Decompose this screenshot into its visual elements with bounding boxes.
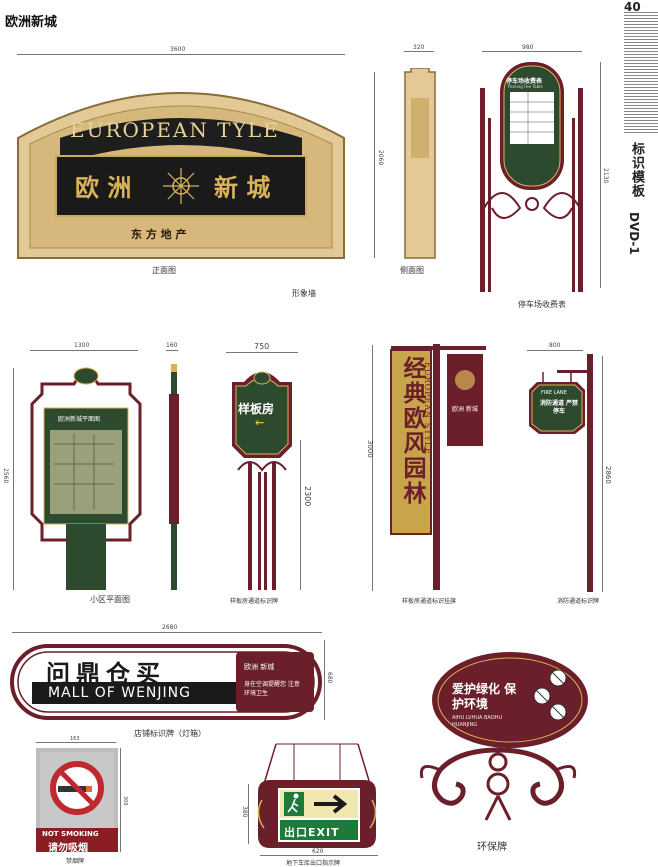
shop-brand-text: 欧洲 新城 bbox=[244, 663, 275, 671]
wall-group-caption: 形象墙 bbox=[292, 289, 316, 298]
shop-caption: 店铺标识牌（灯箱） bbox=[134, 729, 206, 738]
banner-en-text: EUROPEAN STYLE bbox=[423, 362, 432, 455]
showroom-width-dim: 750 bbox=[254, 342, 270, 351]
page-ruler bbox=[624, 12, 658, 134]
banner-caption: 样板房通道标识挂旗 bbox=[402, 598, 457, 605]
dimension-line bbox=[13, 368, 14, 590]
plan-side-view bbox=[169, 364, 179, 590]
sunburst-logo-icon bbox=[163, 168, 199, 204]
shop-width-dim: 2680 bbox=[162, 624, 178, 631]
fire-top-text: FIRE LANE bbox=[541, 390, 567, 396]
arrow-right-icon bbox=[314, 794, 348, 814]
eco-cn-text: 爱护绿化 保护环境 bbox=[452, 682, 517, 711]
banner-flag-text: 欧洲 新城 bbox=[452, 406, 478, 413]
no-smoking-sign bbox=[36, 748, 118, 852]
shop-lightbox bbox=[10, 644, 322, 720]
dimension-line bbox=[166, 350, 178, 351]
dimension-line bbox=[260, 855, 378, 856]
wall-front-caption: 正面图 bbox=[152, 266, 176, 275]
fire-lane-sign bbox=[529, 354, 593, 592]
dimension-line bbox=[482, 51, 582, 52]
plan-board bbox=[30, 367, 142, 590]
dimension-line bbox=[120, 748, 121, 852]
dimension-line bbox=[226, 352, 298, 353]
showroom-sign bbox=[232, 371, 292, 590]
banner-vertical-text: 经典欧风园林 bbox=[399, 356, 425, 506]
exit-text: 出口EXIT bbox=[284, 826, 340, 839]
dimension-line bbox=[248, 784, 249, 844]
eco-sign bbox=[419, 652, 588, 821]
plan-side-dim: 160 bbox=[166, 342, 178, 349]
page-number: 40 bbox=[624, 0, 641, 14]
dimension-line bbox=[372, 345, 373, 591]
dimension-line bbox=[17, 54, 345, 55]
parking-height-dim: 2130 bbox=[602, 168, 609, 184]
dimension-line bbox=[602, 356, 603, 592]
nosmoke-width-dim: 163 bbox=[70, 736, 80, 742]
exit-caption: 地下车库出口指示牌 bbox=[286, 860, 341, 867]
running-man-icon bbox=[284, 792, 304, 816]
fire-caption: 消防通道标识牌 bbox=[557, 598, 600, 605]
nosmoke-en-text: NOT SMOKING bbox=[42, 830, 99, 838]
nosmoke-height-dim: 300 bbox=[122, 796, 128, 806]
european-wall-sign bbox=[17, 92, 345, 259]
side-label: 标识模板 bbox=[629, 142, 644, 198]
parking-board-sub: Parking Fee Table bbox=[508, 84, 543, 89]
plan-caption: 小区平面图 bbox=[90, 595, 130, 604]
dimension-line bbox=[324, 640, 325, 720]
dimension-line bbox=[374, 72, 375, 258]
nosmoke-caption: 禁烟牌 bbox=[66, 858, 85, 865]
no-smoking-icon bbox=[50, 761, 104, 815]
fire-width-dim: 800 bbox=[549, 342, 561, 349]
parking-caption: 停车场收费表 bbox=[518, 300, 566, 309]
showroom-height-dim: 2300 bbox=[303, 486, 312, 507]
shop-cn-text: 问鼎仓买 bbox=[46, 660, 166, 688]
wall-width-dim: 3600 bbox=[170, 46, 186, 53]
plan-height-dim: 2560 bbox=[2, 468, 9, 484]
nosmoke-cn-text: 请勿吸烟 bbox=[48, 843, 88, 854]
dimension-line bbox=[12, 632, 322, 633]
wall-left-text: 欧 洲 bbox=[75, 174, 132, 202]
plan-width-dim: 1300 bbox=[74, 342, 90, 349]
disc-label: DVD-1 bbox=[627, 212, 641, 255]
exit-width-dim: 620 bbox=[312, 848, 324, 855]
banner-pole bbox=[390, 344, 486, 590]
showroom-caption: 样板房通道标识牌 bbox=[230, 598, 279, 605]
side-height-dim: 2060 bbox=[377, 150, 384, 166]
shop-slogan: 身在空调提醒您 注意环境卫生 bbox=[244, 681, 300, 697]
dimension-line bbox=[404, 51, 434, 52]
no-sign-icon bbox=[533, 669, 567, 721]
fire-main-text: 消防通道 严禁停车 bbox=[539, 400, 579, 415]
dimension-line bbox=[30, 350, 138, 351]
eco-en-text: AIHU LVHUA BAOHU HUANJING bbox=[452, 715, 503, 728]
wall-sub-text: 东 方 地 产 bbox=[131, 228, 187, 241]
arrow-left-icon: ← bbox=[255, 416, 265, 429]
side-width-dim: 320 bbox=[413, 44, 425, 51]
dimension-line bbox=[600, 62, 601, 288]
shop-en-text: MALL OF WENJING bbox=[48, 685, 191, 701]
wall-arch-text: EUROPEAN TYLE bbox=[70, 118, 280, 142]
shop-height-dim: 680 bbox=[326, 672, 333, 684]
parking-width-dim: 980 bbox=[522, 44, 534, 51]
exit-height-dim: 380 bbox=[241, 806, 248, 818]
fire-height-dim: 2860 bbox=[604, 466, 612, 484]
wall-right-text: 新 城 bbox=[214, 174, 271, 202]
dimension-line bbox=[300, 440, 301, 590]
showroom-sign-text: 样板房 bbox=[238, 402, 275, 416]
exit-sign bbox=[257, 743, 377, 848]
dimension-line bbox=[36, 742, 116, 743]
page-title: 欧洲新城 bbox=[5, 15, 58, 30]
dimension-line bbox=[527, 350, 583, 351]
parking-board-title: 停车场收费表 bbox=[506, 78, 543, 85]
parking-sign bbox=[480, 62, 583, 292]
plan-board-title: 欧洲新城平面图 bbox=[58, 416, 101, 423]
side-view-panel bbox=[404, 68, 436, 259]
banner-height-dim: 3000 bbox=[366, 440, 374, 458]
side-caption: 侧面图 bbox=[400, 266, 424, 275]
eco-caption: 环保牌 bbox=[477, 842, 507, 853]
